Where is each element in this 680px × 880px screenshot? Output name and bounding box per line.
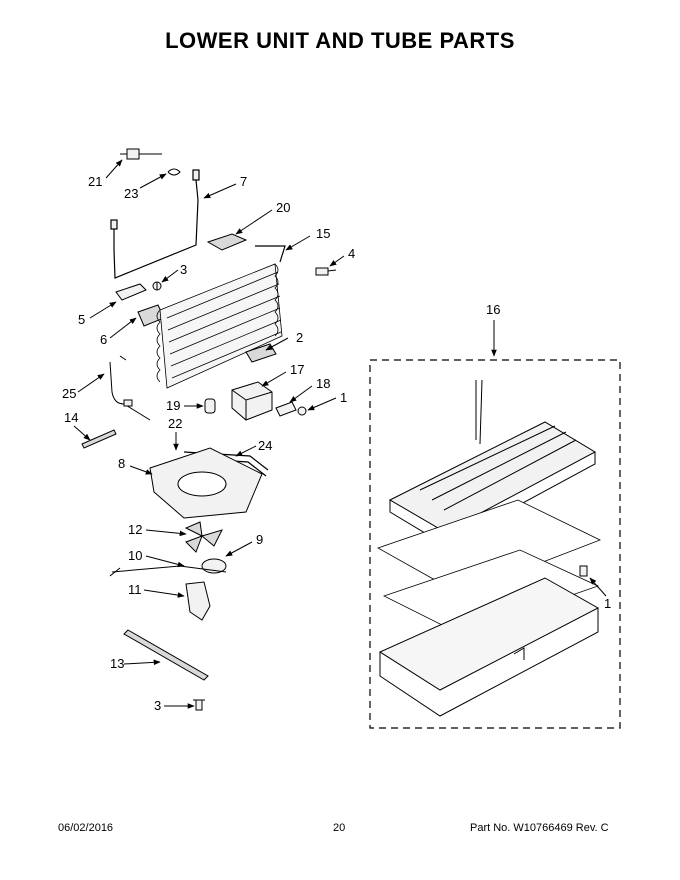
- callout-14: 14: [64, 410, 78, 425]
- footer-page-number: 20: [333, 822, 346, 834]
- part-11-duct: [185, 581, 211, 621]
- callout-1-right: 1: [604, 596, 611, 611]
- callout-7: 7: [240, 174, 247, 189]
- part-7-heater: [110, 169, 200, 279]
- part-19-plug: [204, 398, 216, 414]
- part-3-screw-lower: [193, 699, 205, 711]
- callout-24: 24: [258, 438, 272, 453]
- part-1-screw-right: [579, 565, 588, 577]
- callout-25: 25: [62, 386, 76, 401]
- part-16-boundary: [369, 359, 621, 729]
- part-17-housing: [231, 381, 273, 421]
- callout-8: 8: [118, 456, 125, 471]
- callout-6: 6: [100, 332, 107, 347]
- callout-4: 4: [348, 246, 355, 261]
- part-1-screw: [297, 406, 307, 416]
- part-14-probe: [81, 429, 117, 449]
- callout-16: 16: [486, 302, 500, 317]
- callout-18: 18: [316, 376, 330, 391]
- evaporator-coil: [156, 263, 283, 389]
- part-12-fan-blade: [184, 521, 223, 553]
- part-4-sensor: [315, 267, 337, 276]
- callout-3: 3: [180, 262, 187, 277]
- leader-lines: [73, 159, 607, 709]
- part-18-plate: [275, 401, 297, 417]
- callout-2: 2: [296, 330, 303, 345]
- callout-22: 22: [168, 416, 182, 431]
- callout-numbers: 21 23 7 20 15 4 3 5 6 2 17 18 1 25 19 14…: [62, 174, 611, 713]
- callout-11: 11: [128, 582, 142, 597]
- part-16-sheets: [377, 499, 602, 635]
- callout-17: 17: [290, 362, 304, 377]
- part-16-pan: [378, 577, 600, 717]
- part-8-fan-housing: [149, 447, 263, 519]
- callout-13: 13: [110, 656, 124, 671]
- callout-5: 5: [78, 312, 85, 327]
- callout-15: 15: [316, 226, 330, 241]
- callout-19: 19: [166, 398, 180, 413]
- callout-12: 12: [128, 522, 142, 537]
- callout-21: 21: [88, 174, 102, 189]
- page-title: LOWER UNIT AND TUBE PARTS: [165, 28, 515, 53]
- callout-9: 9: [256, 532, 263, 547]
- callout-20: 20: [276, 200, 290, 215]
- part-5-bracket: [115, 283, 147, 301]
- part-25-harness: [109, 355, 151, 421]
- part-3-screw-upper: [152, 281, 162, 291]
- footer-date: 06/02/2016: [58, 822, 114, 834]
- part-23-clip: [167, 168, 181, 176]
- part-15-tube: [255, 245, 286, 263]
- part-20-pad: [206, 233, 248, 251]
- part-13-strip: [123, 629, 209, 681]
- part-21-connector: [120, 148, 162, 160]
- callout-1: 1: [340, 390, 347, 405]
- footer-part-number: Part No. W10766469 Rev. C: [470, 822, 609, 834]
- callout-3-lower: 3: [154, 698, 161, 713]
- part-16-tray-assembly: [388, 379, 597, 546]
- callout-10: 10: [128, 548, 142, 563]
- callout-23: 23: [124, 186, 138, 201]
